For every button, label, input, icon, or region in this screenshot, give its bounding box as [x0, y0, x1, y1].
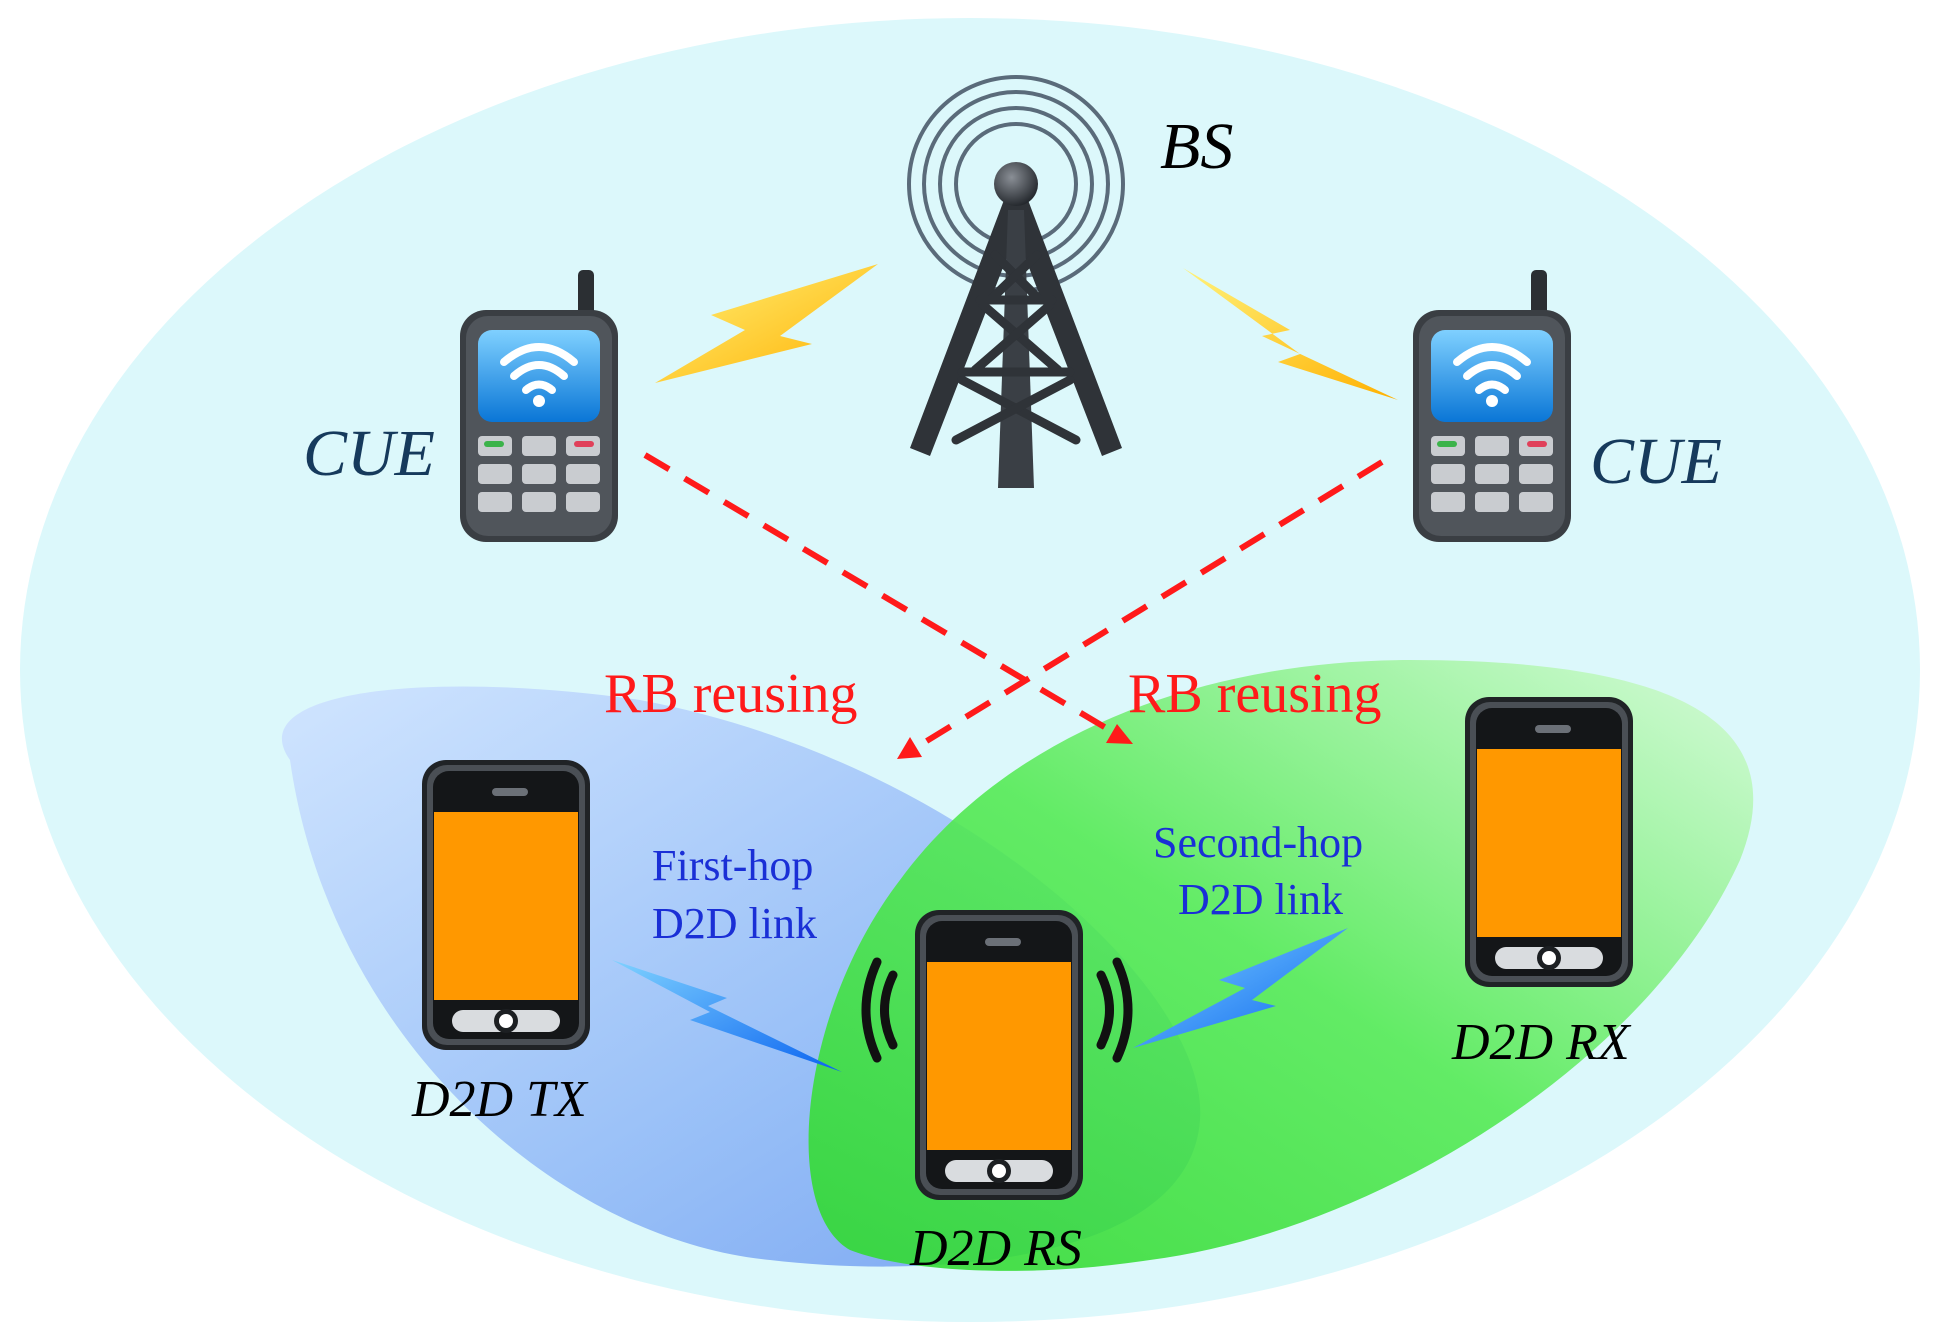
d2d-tx-label: D2D TX: [411, 1071, 589, 1128]
first-hop-label-line1: First-hop: [652, 841, 813, 890]
relay-signal-waves-icon: [861, 957, 1133, 1063]
first-hop-link-bolt-icon: [612, 960, 842, 1072]
second-hop-label-line1: Second-hop: [1153, 818, 1363, 867]
rb-reusing-right-label: RB reusing: [1128, 663, 1382, 725]
first-hop-label-line2: D2D link: [652, 899, 817, 948]
cue-right-label: CUE: [1590, 425, 1722, 498]
d2d-rs-phone-icon: [915, 910, 1083, 1200]
cue-left-label: CUE: [303, 417, 435, 490]
interference-arrow-right-icon: [1106, 724, 1133, 744]
base-station-tower-icon: [907, 75, 1125, 488]
d2d-rs-label: D2D RS: [909, 1220, 1082, 1277]
d2d-tx-phone-icon: [422, 760, 590, 1050]
d2d-rx-label: D2D RX: [1451, 1014, 1632, 1071]
rb-reusing-left-label: RB reusing: [604, 663, 858, 725]
second-hop-link-bolt-icon: [1133, 928, 1348, 1048]
second-hop-label-line2: D2D link: [1178, 875, 1343, 924]
interference-arrow-left-icon: [897, 737, 922, 759]
d2d-rx-phone-icon: [1465, 697, 1633, 987]
bs-label: BS: [1160, 110, 1233, 183]
cellular-link-left-bolt-icon: [655, 264, 878, 383]
cellular-link-right-bolt-icon: [1183, 268, 1398, 400]
cue-right-phone-icon: [1413, 270, 1571, 542]
cue-left-phone-icon: [460, 270, 618, 542]
